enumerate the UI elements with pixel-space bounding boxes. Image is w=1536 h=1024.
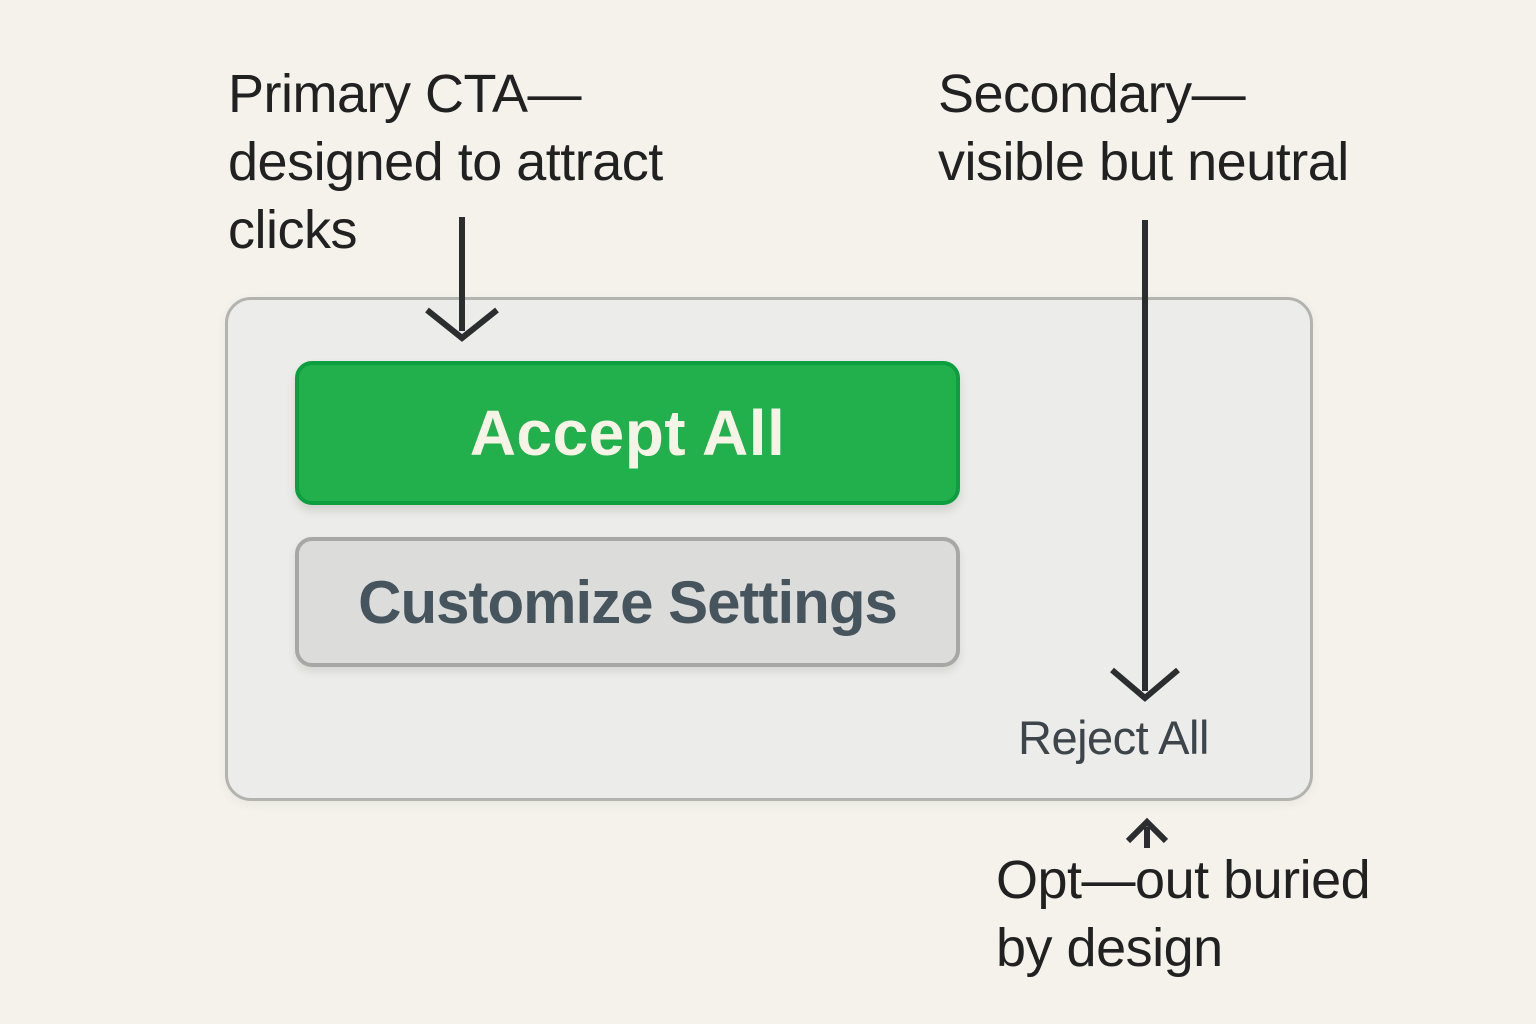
annotation-primary-cta: Primary CTA— designed to attract clicks xyxy=(228,64,663,260)
reject-all-link[interactable]: Reject All xyxy=(1018,711,1209,764)
cookie-consent-dialog: Accept All Customize Settings Reject All xyxy=(225,297,1313,801)
annotation-opt-out: Opt—out buried by design xyxy=(996,850,1371,978)
arrow-up-icon xyxy=(1125,817,1169,848)
annotation-secondary: Secondary— visible but neutral xyxy=(938,64,1349,192)
customize-settings-button[interactable]: Customize Settings xyxy=(295,537,960,667)
accept-all-button[interactable]: Accept All xyxy=(295,361,960,505)
